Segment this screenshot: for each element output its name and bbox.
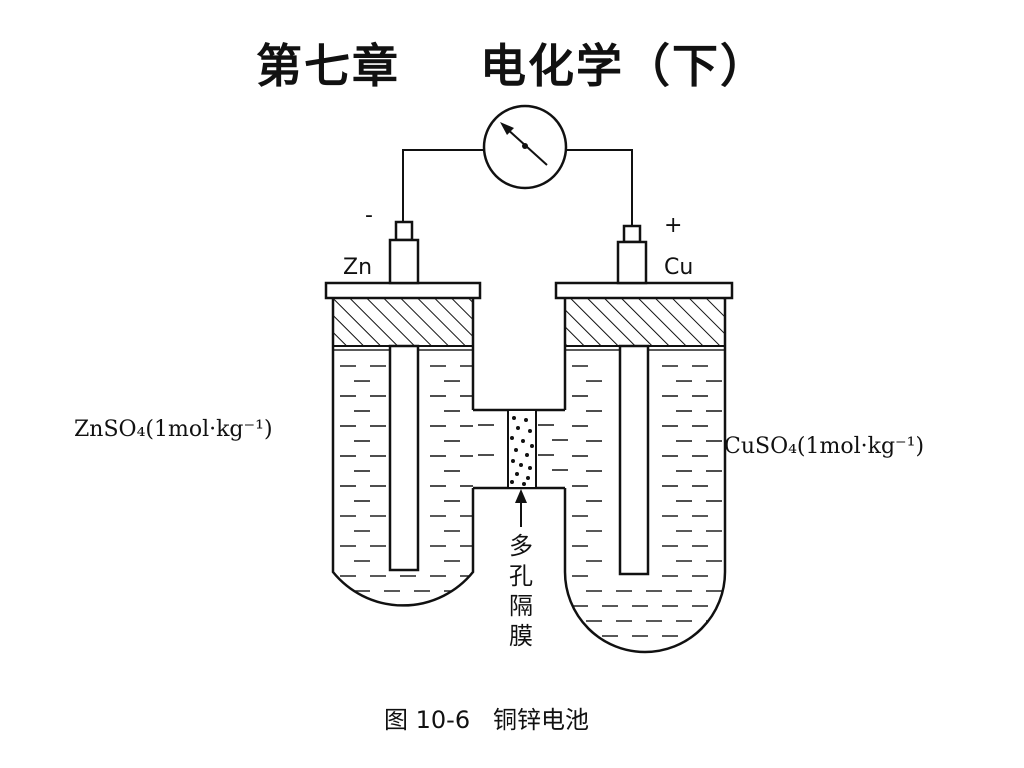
left-stopper xyxy=(332,297,474,347)
right-lid xyxy=(554,281,734,300)
membrane-arrow xyxy=(515,489,527,527)
membrane-char-1: 多 xyxy=(509,532,533,560)
copper-electrode xyxy=(616,224,650,576)
zn-label: Zn xyxy=(343,255,372,280)
cu-label: Cu xyxy=(664,255,693,280)
left-solution-liquid xyxy=(333,349,473,606)
left-solution-label: ZnSO₄(1mol·kg⁻¹) xyxy=(74,417,273,442)
negative-sign: - xyxy=(365,203,373,228)
positive-sign: + xyxy=(664,213,682,238)
figure-caption: 图 10-6 铜锌电池 xyxy=(384,706,589,734)
external-wire xyxy=(402,149,633,226)
right-stopper xyxy=(564,297,726,347)
membrane-char-4: 膜 xyxy=(509,622,533,650)
right-solution-label: CuSO₄(1mol·kg⁻¹) xyxy=(724,434,924,459)
zinc-electrode xyxy=(388,220,420,572)
chapter-label: 第七章 xyxy=(256,39,400,93)
galvanometer-icon xyxy=(482,104,568,190)
page-title: 第七章 电化学（下） xyxy=(0,30,1024,96)
left-lid xyxy=(324,281,482,300)
bridge-liquid xyxy=(478,424,568,471)
porous-membrane xyxy=(507,409,537,489)
membrane-char-2: 孔 xyxy=(509,562,533,590)
chapter-subject: 电化学（下） xyxy=(480,39,768,93)
membrane-label: 多 孔 隔 膜 xyxy=(509,532,533,650)
membrane-char-3: 隔 xyxy=(509,592,533,620)
